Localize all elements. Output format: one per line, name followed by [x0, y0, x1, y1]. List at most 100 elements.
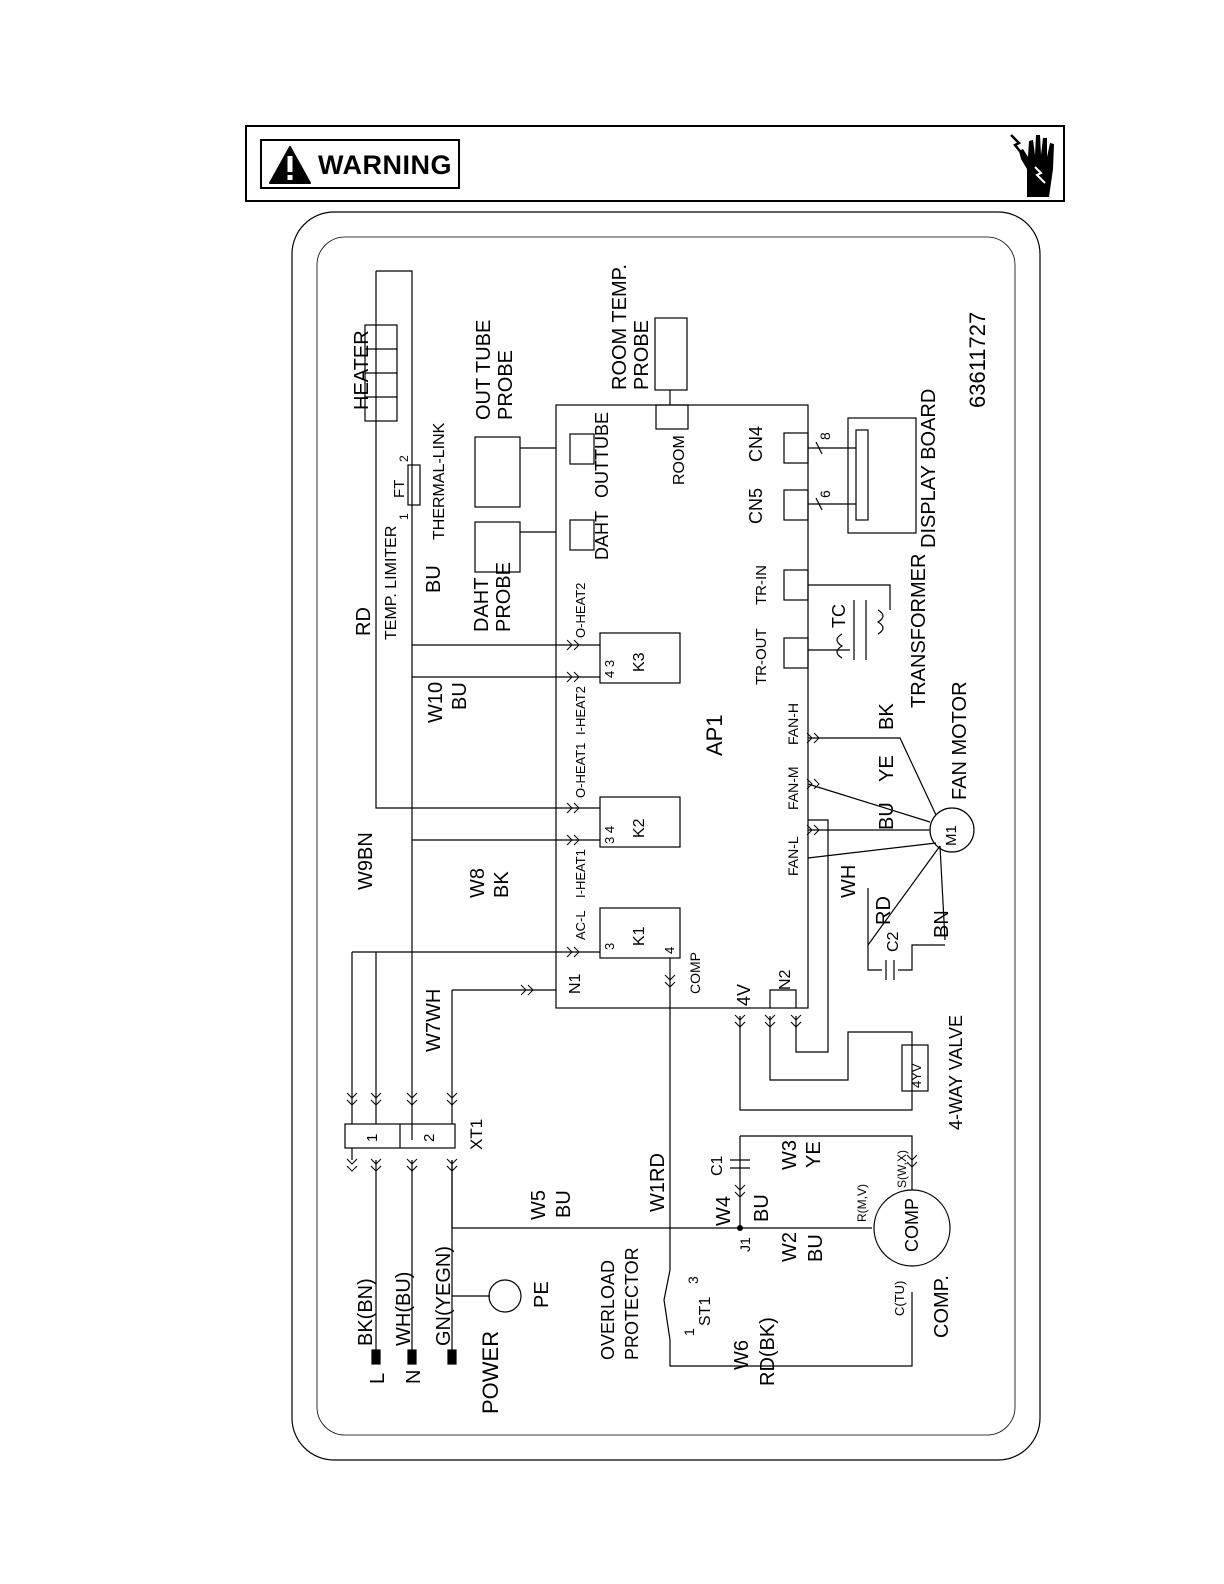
overload-protector: [663, 1269, 671, 1341]
bk-bn-label: BK(BN): [355, 1278, 377, 1346]
temp-limiter-label: TEMP. LIMITER: [383, 526, 400, 640]
terminal-l: [371, 1349, 381, 1365]
out-tube-probe: [474, 436, 521, 508]
s-terminal-label: S(W,X): [895, 1150, 909, 1188]
four-way-valve-coil: [901, 1044, 929, 1092]
daht-connector-label: DAHT: [592, 511, 612, 560]
w8-label: W8: [467, 868, 489, 898]
display-board-inner: [855, 429, 869, 521]
c1-label: C1: [709, 1155, 726, 1176]
out-tube-probe-label-1: OUT TUBE: [473, 320, 495, 420]
outtube-connector-label: OUTTUBE: [592, 412, 612, 498]
ground-symbol-pe: [488, 1279, 522, 1313]
tr-out-label: TR-OUT: [753, 628, 770, 685]
warning-label: WARNING: [318, 150, 452, 180]
rd-limiter-label: RD: [353, 607, 375, 636]
tr-in-label: TR-IN: [753, 565, 770, 605]
fan-l-label: FAN-L: [785, 836, 801, 876]
o-heat1-label: O-HEAT1: [573, 743, 588, 798]
overload-label-2: PROTECTOR: [622, 1247, 642, 1360]
o-heat2-label: O-HEAT2: [573, 583, 588, 638]
relay-k1: [599, 907, 681, 959]
bn-fan-label: BN: [931, 910, 953, 938]
thermal-link: [407, 464, 421, 506]
electric-shock-hand-icon: [1010, 134, 1054, 197]
daht-probe: [474, 521, 521, 573]
bk-fan-label: BK: [876, 703, 898, 730]
k1-label: K1: [631, 926, 648, 946]
four-way-valve-label: 4-WAY VALVE: [946, 1015, 966, 1130]
cn4-connector: [783, 432, 809, 464]
w3-color-label: YE: [803, 1141, 825, 1168]
m1-label: M1: [943, 825, 960, 846]
k3-pins: 4 3: [602, 660, 617, 678]
terminal-gnd: [447, 1349, 457, 1365]
display-board: [847, 417, 917, 534]
4v-label: 4V: [734, 984, 754, 1006]
w10-color-label: BU: [449, 682, 471, 710]
tr-out-connector: [783, 637, 809, 669]
fan-h-label: FAN-H: [785, 703, 801, 745]
room-temp-probe: [654, 317, 688, 391]
w1-label: W1RD: [647, 1153, 669, 1212]
rd-fan-label: RD: [873, 896, 895, 925]
cn4-pin-count: 8: [817, 432, 833, 440]
k1-pin4: 4: [662, 947, 677, 954]
wh-fan-label: WH: [838, 865, 860, 898]
comp-label: COMP.: [931, 1275, 953, 1338]
4yv-label: 4YV: [909, 1063, 924, 1088]
warning-triangle-icon: [269, 146, 311, 184]
st1-label: ST1: [697, 1297, 714, 1326]
ye-fan-label: YE: [876, 755, 898, 782]
fan-m-label: FAN-M: [785, 766, 801, 810]
bu-heater-label: BU: [423, 565, 445, 593]
transformer-label: TRANSFORMER: [908, 554, 930, 708]
display-board-label: DISPLAY BOARD: [918, 389, 940, 548]
w6-label: W6: [731, 1340, 753, 1370]
w4-label: W4: [713, 1196, 735, 1226]
ft-pin1: 1: [397, 513, 411, 520]
w7-label: W7WH: [423, 989, 445, 1052]
w4-color-label: BU: [751, 1194, 773, 1222]
junction-j1: [737, 1225, 743, 1231]
c-terminal-label: C(TU): [892, 1281, 907, 1316]
comp-terminal-label: COMP: [687, 952, 703, 994]
room-connector-label: ROOM: [671, 435, 688, 485]
c2-label: C2: [885, 931, 902, 952]
w8-color-label: BK: [491, 871, 513, 898]
outtube-connector: [569, 433, 595, 465]
i-heat2-label: I-HEAT2: [573, 686, 588, 735]
ft-label: FT: [391, 480, 408, 498]
heater-label: HEATER: [351, 330, 373, 410]
room-temp-probe-label-2: PROBE: [631, 320, 653, 390]
gn-yegn-label: GN(YEGN): [433, 1246, 455, 1346]
w5-color-label: BU: [553, 1190, 575, 1218]
j1-label: J1: [737, 1237, 753, 1252]
ac-l-label: AC-L: [573, 910, 588, 940]
w9-label: W9BN: [355, 832, 377, 890]
cn5-pin-count: 6: [817, 490, 833, 498]
w2-label: W2: [779, 1232, 801, 1262]
fan-motor-label: FAN MOTOR: [949, 681, 971, 800]
k3-label: K3: [631, 652, 648, 672]
w3-label: W3: [779, 1140, 801, 1170]
w2-color-label: BU: [805, 1234, 827, 1262]
pe-label: PE: [531, 1281, 553, 1308]
tc-label: TC: [829, 604, 849, 628]
wh-bu-label: WH(BU): [393, 1272, 415, 1346]
k2-label: K2: [631, 818, 648, 838]
k2-pins: 3 4: [602, 826, 617, 844]
relay-k3: [599, 632, 681, 684]
cn4-label: CN4: [746, 426, 766, 462]
tr-in-connector: [783, 569, 809, 601]
power-label: POWER: [478, 1331, 503, 1414]
n1-label: N1: [567, 973, 584, 994]
i-heat1-label: I-HEAT1: [573, 849, 588, 898]
st1-pin3: 3: [685, 1276, 701, 1284]
w5-label: W5: [528, 1190, 550, 1220]
terminal-n: [407, 1349, 417, 1365]
cn5-label: CN5: [746, 488, 766, 524]
warning-banner: WARNING: [245, 125, 1065, 202]
relay-k2: [599, 796, 681, 848]
